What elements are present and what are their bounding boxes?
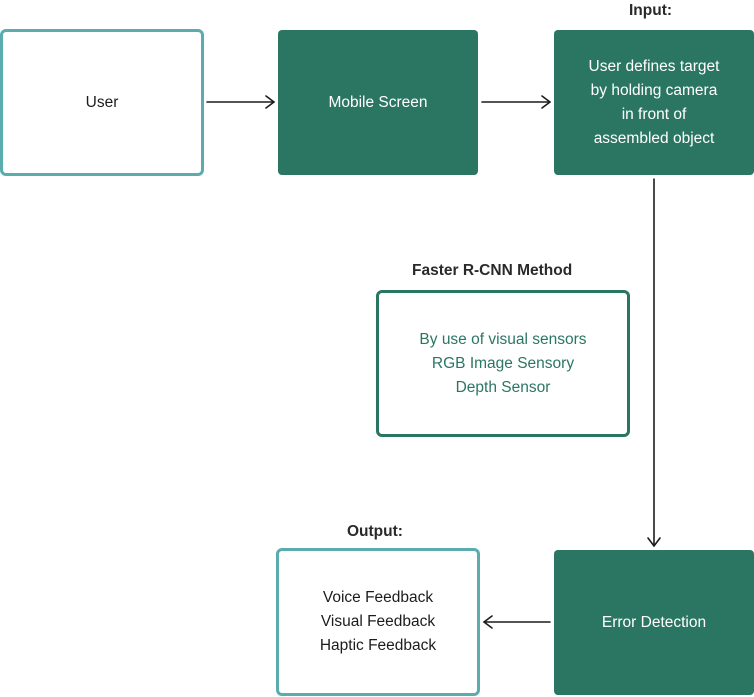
user-node-label: User: [85, 93, 119, 111]
output-line: Visual Feedback: [320, 613, 436, 630]
method-line: RGB Image Sensory: [431, 354, 575, 372]
output-node: Voice Feedback Visual Feedback Haptic Fe…: [276, 548, 480, 696]
arrowhead-input-to-error: [647, 537, 661, 547]
arrowhead-mobile-to-input: [541, 95, 551, 109]
output-line: Voice Feedback: [322, 589, 434, 606]
method-line: By use of visual sensors: [419, 330, 587, 348]
mobile-screen-node: Mobile Screen: [278, 30, 478, 175]
error-detection-node: Error Detection: [554, 550, 754, 695]
input-line: in front of: [621, 105, 687, 123]
arrowhead-user-to-mobile: [265, 95, 275, 109]
method-label: Faster R-CNN Method: [412, 262, 573, 279]
input-node: User defines target by holding camera in…: [554, 30, 754, 175]
error-detection-node-label: Error Detection: [601, 613, 707, 631]
output-label: Output:: [347, 523, 403, 540]
output-line: Haptic Feedback: [319, 637, 437, 654]
input-label: Input:: [629, 2, 673, 19]
method-line: Depth Sensor: [455, 378, 551, 396]
input-line: by holding camera: [590, 81, 718, 99]
input-line: User defines target: [588, 57, 720, 75]
input-line: assembled object: [593, 129, 715, 147]
method-node: By use of visual sensors RGB Image Senso…: [376, 290, 630, 437]
user-node: User: [0, 29, 204, 176]
mobile-screen-node-label: Mobile Screen: [328, 93, 428, 111]
arrowhead-error-to-output: [483, 615, 493, 629]
